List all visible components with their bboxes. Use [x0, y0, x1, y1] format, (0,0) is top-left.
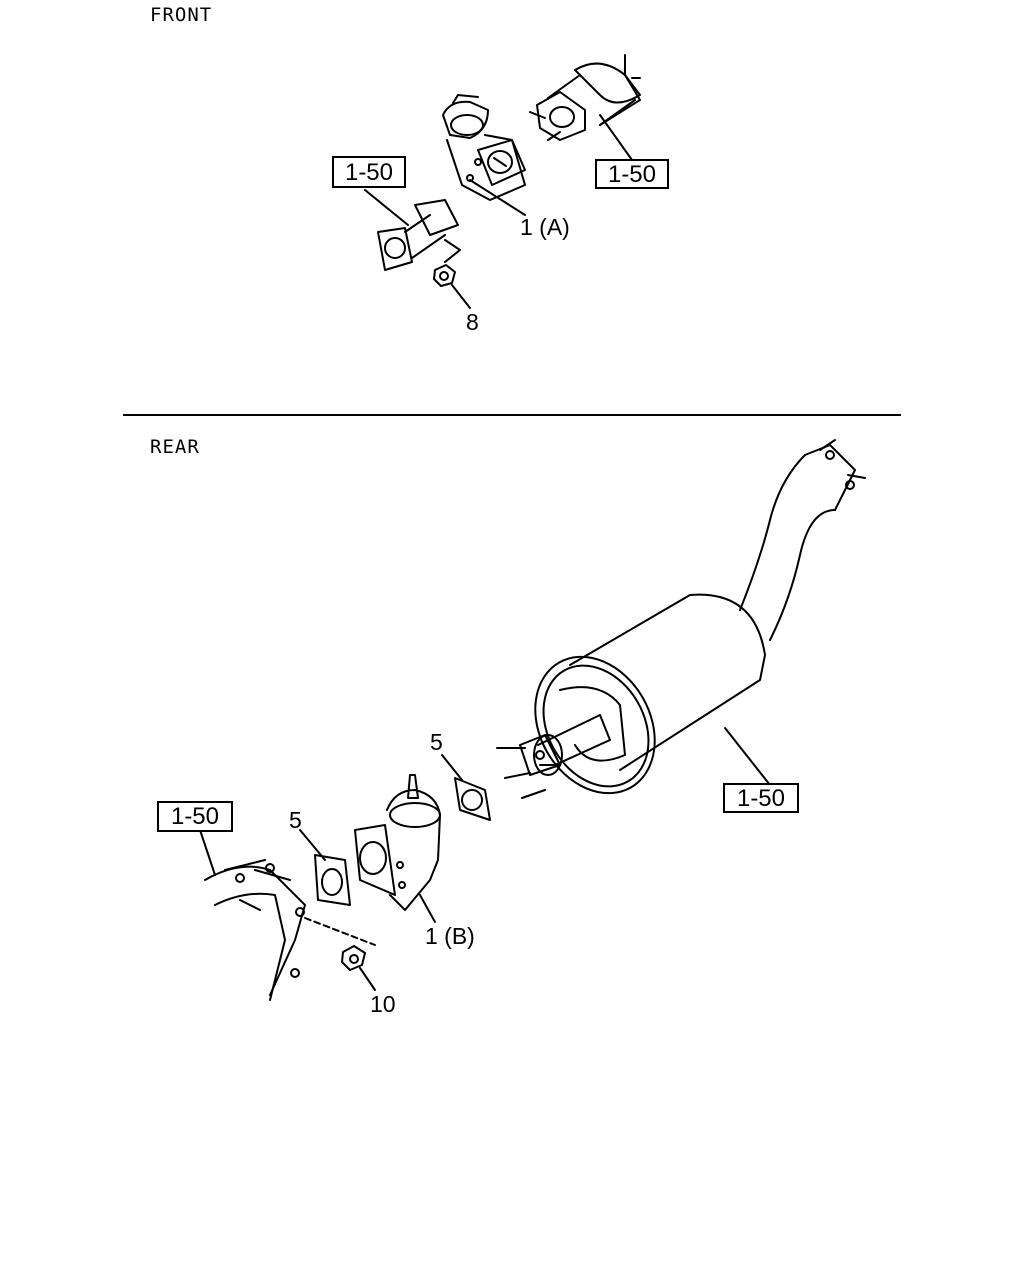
- leader-line-muffler-ref: [724, 727, 771, 786]
- callout-rear-valve: 1 (B): [425, 923, 475, 949]
- leader-line-gasket-right: [441, 754, 463, 781]
- callout-front-nut: 8: [466, 309, 479, 335]
- front-exhaust-brake-valve: [442, 94, 526, 201]
- tail-pipe: [739, 439, 866, 641]
- muffler-inlet-flange: [496, 734, 561, 799]
- leader-line-front-ref-right: [599, 114, 633, 161]
- callout-rear-nut: 10: [370, 991, 396, 1017]
- rear-gasket-left: [314, 854, 351, 906]
- ref-box-front-right: 1-50: [595, 159, 669, 189]
- leader-line-front-nut: [451, 284, 471, 309]
- ref-label-front-right: 1-50: [608, 161, 656, 188]
- ref-box-front-left: 1-50: [332, 156, 406, 188]
- callout-front-valve: 1 (A): [520, 214, 570, 240]
- leader-line-front-ref-left: [364, 189, 409, 226]
- leader-line-rear-ref-left: [199, 829, 216, 876]
- front-nut: [433, 264, 456, 287]
- ref-box-muffler: 1-50: [723, 783, 799, 813]
- rear-nut: [341, 945, 366, 971]
- front-elbow-pipe: [377, 199, 461, 271]
- ref-box-rear-left: 1-50: [157, 801, 233, 832]
- leader-line-front-valve: [469, 179, 526, 216]
- front-section-label: FRONT: [150, 4, 213, 26]
- section-divider: [123, 414, 901, 416]
- ref-label-front-left: 1-50: [345, 159, 393, 186]
- callout-gasket-right: 5: [430, 729, 443, 755]
- rear-section-label: REAR: [150, 436, 200, 458]
- rear-exhaust-brake-valve: [354, 774, 441, 911]
- rear-front-pipe-stub: [204, 859, 306, 1001]
- leader-line-rear-valve: [419, 894, 436, 923]
- ref-label-muffler: 1-50: [737, 785, 785, 812]
- muffler: [533, 593, 766, 795]
- leader-line-gasket-left: [299, 829, 326, 861]
- leader-line-stud-dashed: [304, 917, 376, 946]
- callout-gasket-left: 5: [289, 807, 302, 833]
- ref-label-rear-left: 1-50: [171, 803, 219, 830]
- leader-line-rear-nut: [359, 967, 376, 991]
- rear-gasket-right: [454, 777, 491, 821]
- front-exhaust-pipe: [529, 54, 641, 141]
